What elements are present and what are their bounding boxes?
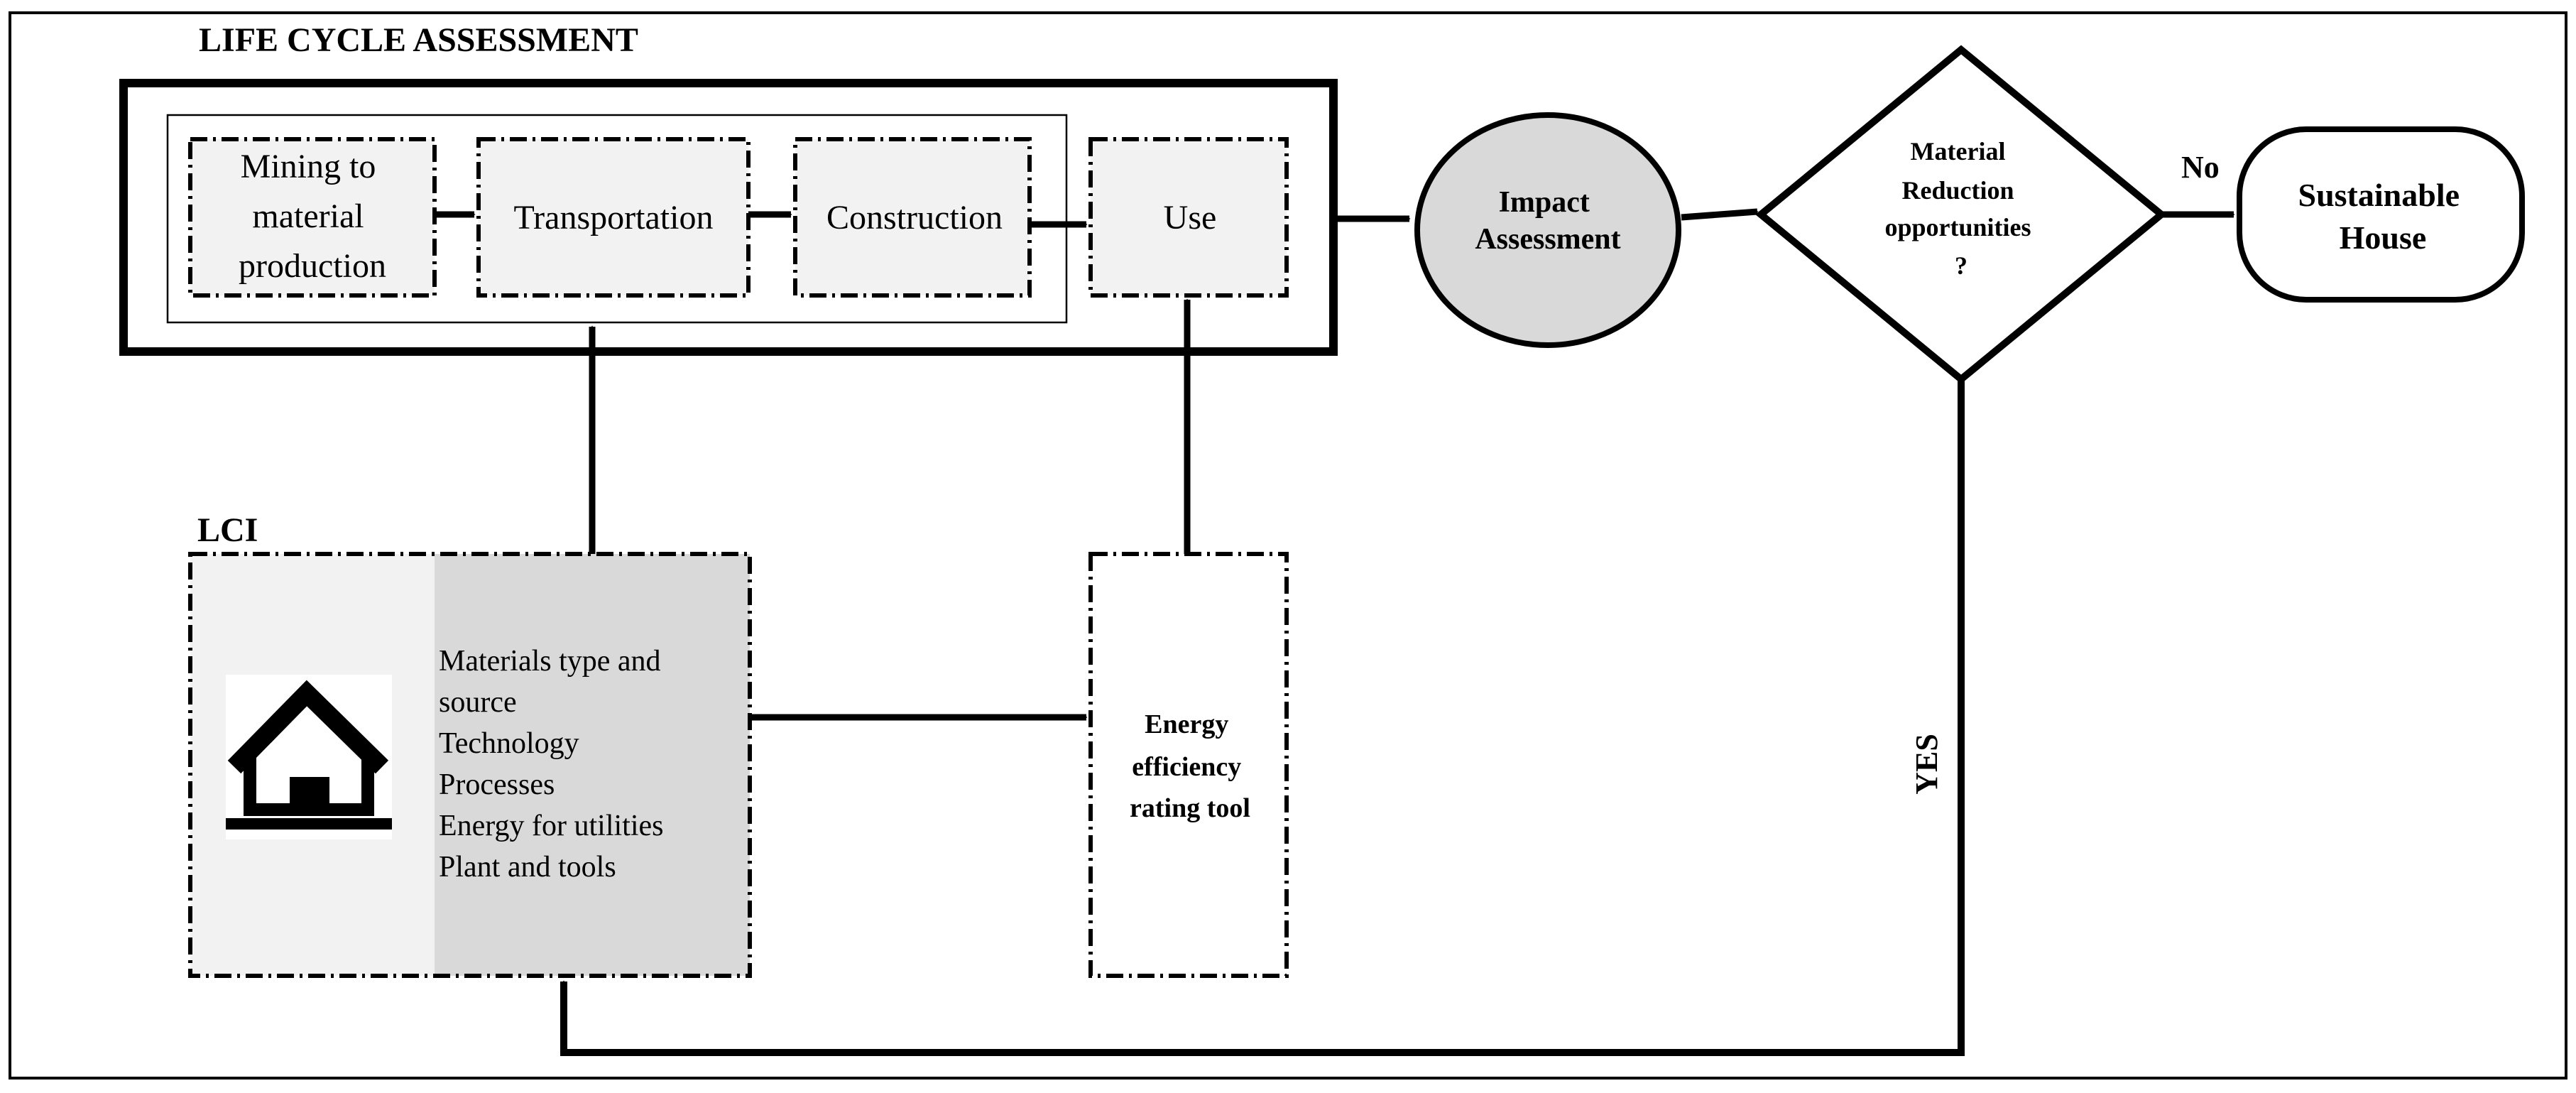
sustainable-house-label: Sustainable House (2298, 177, 2467, 256)
yes-label: YES (1909, 734, 1944, 795)
no-label: No (2181, 150, 2220, 185)
stage-mining: Mining to material production (188, 137, 437, 298)
decision-label: Material Reduction opportunities ? (1884, 137, 2037, 280)
stage-mining-label: Mining to material production (239, 148, 386, 285)
yes-loop-line (560, 379, 1965, 1056)
stage-use-label: Use (1164, 199, 1217, 236)
arrow-impact-to-decision (1681, 208, 1759, 221)
decision-diamond: Material Reduction opportunities ? (1755, 45, 2167, 384)
lca-inner-box (166, 114, 1068, 324)
sustainable-house-node: Sustainable House (2237, 126, 2525, 303)
stage-use: Use (1088, 137, 1289, 298)
energy-tool-label: Energy efficiency rating tool (1130, 709, 1250, 823)
impact-assessment-node: Impact Assessment (1414, 112, 1681, 348)
lci-title: LCI (197, 511, 258, 549)
energy-tool-box: Energy efficiency rating tool (1088, 552, 1289, 978)
stage-transportation-label: Transportation (514, 199, 714, 236)
house-icon (226, 675, 392, 839)
lca-title: LIFE CYCLE ASSESSMENT (199, 21, 638, 59)
stage-construction-label: Construction (826, 199, 1003, 236)
lci-items: Materials type and source Technology Pro… (439, 645, 671, 883)
stage-construction: Construction (793, 137, 1032, 298)
outer-frame (9, 11, 2567, 1080)
stage-transportation: Transportation (476, 137, 751, 298)
impact-assessment-label: Impact Assessment (1475, 186, 1620, 256)
